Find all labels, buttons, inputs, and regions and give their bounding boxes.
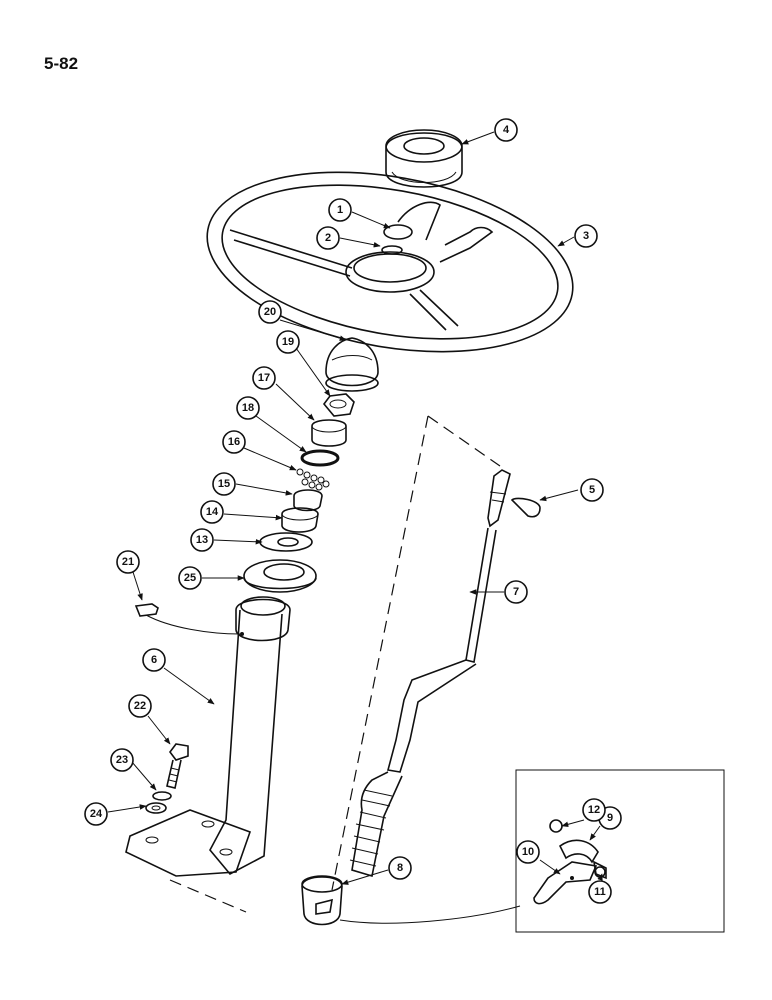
callout-3-label: 3 bbox=[583, 230, 589, 242]
lock-washer-part bbox=[152, 791, 172, 801]
callout-22: 22 bbox=[128, 694, 152, 718]
flat-washer-part bbox=[145, 802, 167, 814]
callout-23-label: 23 bbox=[116, 754, 128, 766]
callout-5: 5 bbox=[580, 478, 604, 502]
callout-4: 4 bbox=[494, 118, 518, 142]
callout-1-label: 1 bbox=[337, 204, 343, 216]
callout-12: 12 bbox=[582, 798, 606, 822]
callout-6-label: 6 bbox=[151, 654, 157, 666]
callout-25: 25 bbox=[178, 566, 202, 590]
callout-10-label: 10 bbox=[522, 846, 534, 858]
callout-19-label: 19 bbox=[282, 336, 294, 348]
callout-23: 23 bbox=[110, 748, 134, 772]
callout-2-label: 2 bbox=[325, 232, 331, 244]
bearing-cup-part bbox=[281, 507, 319, 533]
horn-cap-part bbox=[385, 129, 463, 188]
assembly-guide-line bbox=[331, 415, 429, 891]
assembly-guide-line bbox=[169, 879, 247, 913]
callout-24: 24 bbox=[84, 802, 108, 826]
seal-ring-part bbox=[300, 449, 340, 467]
callout-20-label: 20 bbox=[264, 306, 276, 318]
callout-7: 7 bbox=[504, 580, 528, 604]
callout-7-label: 7 bbox=[513, 586, 519, 598]
callout-13: 13 bbox=[190, 528, 214, 552]
callout-25-label: 25 bbox=[184, 572, 196, 584]
callout-21: 21 bbox=[116, 550, 140, 574]
callout-5-label: 5 bbox=[589, 484, 595, 496]
page-number: 5-82 bbox=[44, 54, 79, 73]
washer-part bbox=[259, 532, 313, 552]
callout-17: 17 bbox=[252, 366, 276, 390]
bushing-part bbox=[243, 559, 317, 593]
callout-1: 1 bbox=[328, 198, 352, 222]
callout-12-label: 12 bbox=[588, 804, 600, 816]
bolt-part bbox=[166, 743, 189, 789]
upper-cone-part bbox=[311, 419, 347, 447]
callout-21-label: 21 bbox=[122, 556, 134, 568]
callout-18-label: 18 bbox=[242, 402, 254, 414]
callout-14: 14 bbox=[200, 500, 224, 524]
callout-20: 20 bbox=[258, 300, 282, 324]
callout-9-label: 9 bbox=[607, 812, 613, 824]
leader-lines bbox=[107, 131, 603, 885]
callout-22-label: 22 bbox=[134, 700, 146, 712]
callout-19: 19 bbox=[276, 330, 300, 354]
callout-17-label: 17 bbox=[258, 372, 270, 384]
nut-part bbox=[322, 393, 355, 417]
callout-13-label: 13 bbox=[196, 534, 208, 546]
assembly-guide-line bbox=[427, 415, 501, 467]
callout-10: 10 bbox=[516, 840, 540, 864]
callout-4-label: 4 bbox=[503, 124, 510, 136]
callout-8-label: 8 bbox=[397, 862, 403, 874]
bearing-balls-part bbox=[296, 468, 330, 491]
callout-24-label: 24 bbox=[90, 808, 103, 820]
callout-11: 11 bbox=[588, 880, 612, 904]
callout-18: 18 bbox=[236, 396, 260, 420]
callout-11-label: 11 bbox=[594, 886, 606, 898]
column-tube-part bbox=[125, 596, 291, 877]
woodruff-key-part bbox=[510, 497, 541, 518]
callout-16-label: 16 bbox=[228, 436, 240, 448]
steering-shaft-part bbox=[349, 469, 511, 878]
clamp-inset bbox=[515, 769, 725, 933]
grease-fitting-part bbox=[134, 603, 241, 635]
steering-wheel-part bbox=[206, 171, 574, 353]
callout-8: 8 bbox=[388, 856, 412, 880]
callout-15: 15 bbox=[212, 472, 236, 496]
dust-boot-part bbox=[325, 337, 379, 392]
callout-16: 16 bbox=[222, 430, 246, 454]
coupling-part bbox=[301, 875, 521, 926]
callout-2: 2 bbox=[316, 226, 340, 250]
callout-15-label: 15 bbox=[218, 478, 230, 490]
callout-14-label: 14 bbox=[206, 506, 219, 518]
callout-6: 6 bbox=[142, 648, 166, 672]
bearing-race-part bbox=[293, 489, 323, 512]
callout-3: 3 bbox=[574, 224, 598, 248]
